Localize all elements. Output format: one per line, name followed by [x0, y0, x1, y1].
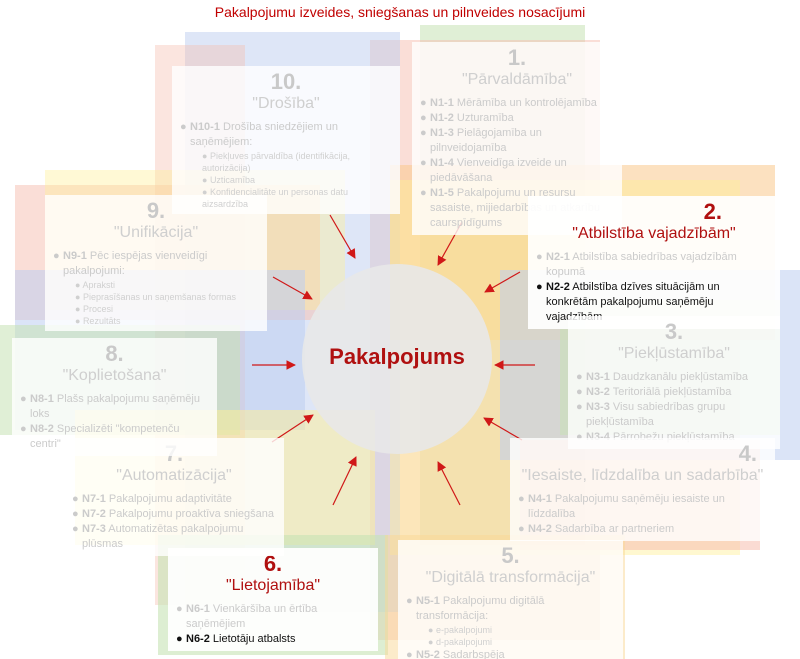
- arrow: [329, 214, 356, 259]
- bullet-icon: ●: [20, 393, 27, 405]
- bullet-icon: ●: [180, 121, 187, 133]
- section-1-title: "Pārvaldāmība": [461, 71, 573, 88]
- item-n1-2: ●N1-2 Uzturamība: [420, 112, 514, 124]
- section-8-number: 8.: [105, 341, 124, 366]
- bullet-icon: ●: [576, 401, 583, 413]
- section-5-title: "Digitālā transformācija": [425, 569, 596, 586]
- arrow: [332, 456, 357, 506]
- bullet-icon: ●: [406, 649, 413, 659]
- item-n3-1: ●N3-1 Daudzkanālu piekļūstamība: [576, 371, 749, 383]
- bullet-icon: ●: [406, 595, 413, 607]
- section-2: 2. "Atbilstība vajadzībām" ●N2-1 Atbilst…: [528, 196, 780, 329]
- section-10-title: "Drošība": [252, 95, 320, 112]
- section-6-title: "Lietojamība": [225, 577, 321, 594]
- bullet-icon: ●: [72, 493, 79, 505]
- item-n1-3: ●N1-3 Pielāgojamība un pilnveidojamība: [420, 127, 542, 154]
- section-9: 9. "Unifikācija" ●N9-1 Pēc iespējas vien…: [45, 195, 267, 331]
- item-n3-3: ●N3-3 Visu sabiedrības grupu piekļūstamī…: [576, 401, 726, 428]
- item-n8-1: ●N8-1 Plašs pakalpojumu saņēmēju loks: [20, 393, 200, 420]
- item-n8-2: ●N8-2 Specializēti "kompetenču centri": [20, 423, 180, 450]
- subitem: ● Apraksti: [75, 280, 115, 290]
- bullet-icon: ●: [576, 386, 583, 398]
- bullet-icon: ●: [518, 493, 525, 505]
- item-n1-4: ●N1-4 Vienveidīga izveide un piedāvāšana: [420, 157, 567, 184]
- bullet-icon: ●: [53, 250, 60, 262]
- item-n4-2: ●N4-2 Sadarbība ar partneriem: [518, 523, 675, 535]
- bullet-icon: ●: [420, 97, 427, 109]
- subitem: ● e-pakalpojumi: [428, 625, 492, 635]
- bullet-icon: ●: [176, 633, 183, 645]
- item-n9-1: ●N9-1 Pēc iespējas vienveidīgi pakalpoju…: [53, 250, 208, 277]
- section-4: 4. "Iesaiste, līdzdalība un sadarbība" ●…: [510, 438, 775, 541]
- bullet-icon: ●: [420, 187, 427, 199]
- section-3-number: 3.: [664, 319, 684, 344]
- bullet-icon: ●: [576, 431, 583, 443]
- subitem: ● d-pakalpojumi: [428, 637, 492, 647]
- section-9-title: "Unifikācija": [113, 224, 199, 241]
- bullet-icon: ●: [536, 251, 543, 263]
- item-n1-1: ●N1-1 Mērāmība un kontrolējamība: [420, 97, 597, 109]
- section-7: 7. "Automatizācija" ●N7-1 Pakalpojumu ad…: [64, 438, 284, 556]
- bullet-icon: ●: [420, 157, 427, 169]
- subitem: ● Procesi: [75, 304, 113, 314]
- bullet-icon: ●: [576, 371, 583, 383]
- item-n4-1: ●N4-1 Pakalpojumu saņēmēju iesaiste un l…: [518, 493, 725, 520]
- section-7-title: "Automatizācija": [116, 467, 232, 484]
- subitem: ● Uzticamība: [202, 175, 255, 185]
- arrow: [272, 276, 313, 300]
- bullet-icon: ●: [420, 127, 427, 139]
- item-n10-1: ●N10-1 Drošība sniedzējiem un saņēmējiem…: [180, 121, 338, 148]
- section-6-number: 6.: [263, 551, 283, 576]
- item-n2-2: ●N2-2 Atbilstība dzīves situācijām un ko…: [536, 281, 720, 323]
- arrow: [483, 417, 523, 441]
- section-3: 3. "Piekļūstamība" ●N3-1 Daudzkanālu pie…: [568, 316, 780, 449]
- section-10-number: 10.: [270, 69, 302, 94]
- center-circle: Pakalpojums: [302, 264, 492, 454]
- section-1-number: 1.: [507, 45, 527, 70]
- subitem: ● Pieprasīšanas un saņemšanas formas: [75, 292, 237, 302]
- arrow: [484, 271, 521, 293]
- subitem: ● Rezultāts: [75, 316, 121, 326]
- section-4-number: 4.: [738, 441, 757, 466]
- section-2-number: 2.: [703, 199, 722, 224]
- section-6: 6. "Lietojamība" ●N6-1 Vienkāršība un ēr…: [168, 548, 378, 651]
- subitem: ● Piekļuves pārvaldība (identifikācija, …: [202, 151, 351, 173]
- section-5: 5. "Digitālā transformācija" ●N5-1 Pakal…: [398, 540, 623, 659]
- item-n5-2: ●N5-2 Sadarbspēja: [406, 648, 615, 659]
- item-n3-2: ●N3-2 Teritoriālā piekļūstamība: [576, 386, 732, 398]
- diagram-title: Pakalpojumu izveides, sniegšanas un piln…: [214, 4, 586, 20]
- item-n7-3: ●N7-3 Automatizētas pakalpojumu plūsmas: [72, 523, 244, 550]
- item-n6-1: ●N6-1 Vienkāršība un ērtība saņēmējiem: [176, 603, 318, 630]
- section-8-title: "Koplietošana": [62, 367, 167, 384]
- item-n2-1: ●N2-1 Atbilstība sabiedrības vajadzībām …: [536, 251, 737, 278]
- section-5-number: 5.: [501, 543, 520, 568]
- bullet-icon: ●: [176, 603, 183, 615]
- bullet-icon: ●: [420, 112, 427, 124]
- section-10: 10. "Drošība" ●N10-1 Drošība sniedzējiem…: [172, 66, 400, 214]
- arrow: [271, 414, 314, 443]
- item-n5-1: ●N5-1 Pakalpojumu digitālā transformācij…: [406, 595, 545, 622]
- section-8: 8. "Koplietošana" ●N8-1 Plašs pakalpojum…: [12, 338, 217, 456]
- section-2-title: "Atbilstība vajadzībām": [572, 225, 736, 242]
- item-n7-2: ●N7-2 Pakalpojumu proaktīva sniegšana: [72, 508, 275, 520]
- bullet-icon: ●: [72, 508, 79, 520]
- center-label: Pakalpojums: [329, 344, 465, 369]
- bullet-icon: ●: [536, 281, 543, 293]
- section-4-title: "Iesaiste, līdzdalība un sadarbība": [521, 467, 764, 484]
- item-n6-2: ●N6-2 Lietotāju atbalsts: [176, 633, 296, 645]
- subitem: ● Konfidencialitāte un personas datu aiz…: [202, 187, 349, 209]
- section-9-number: 9.: [146, 198, 166, 223]
- bullet-icon: ●: [518, 523, 525, 535]
- bullet-icon: ●: [20, 423, 27, 435]
- section-3-title: "Piekļūstamība": [618, 345, 730, 362]
- bullet-icon: ●: [72, 523, 79, 535]
- item-n7-1: ●N7-1 Pakalpojumu adaptivitāte: [72, 493, 232, 505]
- arrow: [437, 461, 461, 506]
